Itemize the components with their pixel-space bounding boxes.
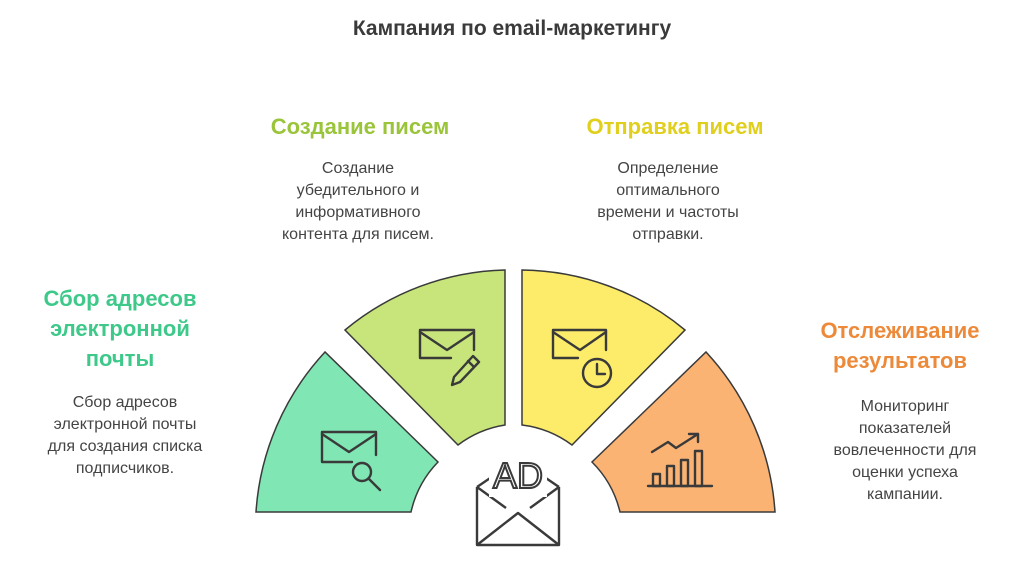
stage-1-title-line: Сбор адресов bbox=[43, 286, 197, 311]
stage-3-desc-line: отправки. bbox=[632, 226, 704, 243]
stage-1-desc-line: подписчиков. bbox=[75, 460, 175, 477]
stage-3-description: Определение оптимального времени и часто… bbox=[568, 158, 768, 246]
stage-1-title-line: электронной bbox=[50, 316, 190, 341]
envelope-clock-icon bbox=[551, 328, 613, 389]
growth-chart-icon bbox=[646, 432, 714, 488]
envelope-pen-icon bbox=[418, 328, 481, 387]
stage-2-title: Создание писем bbox=[240, 112, 480, 142]
stage-4-desc-line: вовлеченности для bbox=[833, 442, 977, 459]
stage-1-desc-line: Сбор адресов bbox=[72, 394, 178, 411]
stage-3-desc-line: оптимального bbox=[616, 182, 720, 199]
stage-1-title: Сбор адресов электронной почты bbox=[20, 284, 220, 374]
stage-3-title-line: Отправка писем bbox=[586, 114, 764, 139]
stage-4-desc-line: кампании. bbox=[867, 486, 943, 503]
stage-2-title-line: Создание писем bbox=[270, 114, 450, 139]
page-title: Кампания по email-маркетингу bbox=[352, 17, 672, 40]
stage-2-description: Создание убедительного и информативного … bbox=[258, 158, 458, 246]
stage-4-title-line: Отслеживание bbox=[820, 318, 980, 343]
stage-3-desc-line: Определение bbox=[617, 160, 719, 177]
stage-2-desc-line: Создание bbox=[321, 160, 395, 177]
ad-label: AD bbox=[493, 455, 543, 496]
stage-4-description: Мониторинг показателей вовлеченности для… bbox=[800, 396, 1010, 506]
stage-4-segment bbox=[590, 350, 776, 513]
ad-envelope-icon: AD bbox=[475, 453, 561, 547]
stage-2-desc-line: контента для писем. bbox=[281, 226, 434, 243]
stage-1-description: Сбор адресов электронной почты для созда… bbox=[20, 392, 230, 480]
stage-1-desc-line: электронной почты bbox=[53, 416, 197, 433]
envelope-search-icon bbox=[320, 430, 382, 492]
stage-2-desc-line: убедительного и bbox=[296, 182, 420, 199]
stage-4-desc-line: Мониторинг bbox=[860, 398, 950, 415]
stage-3-segment bbox=[521, 269, 687, 446]
stage-4-desc-line: показателей bbox=[858, 420, 952, 437]
stage-4-desc-line: оценки успеха bbox=[852, 464, 958, 481]
stage-3-title: Отправка писем bbox=[555, 112, 795, 142]
stage-4-title: Отслеживание результатов bbox=[795, 316, 1005, 376]
stage-2-desc-line: информативного bbox=[295, 204, 421, 221]
stage-1-desc-line: для создания списка bbox=[47, 438, 203, 455]
stage-3-desc-line: времени и частоты bbox=[597, 204, 739, 221]
stage-4-title-line: результатов bbox=[832, 348, 968, 373]
stage-1-title-line: почты bbox=[85, 346, 155, 371]
